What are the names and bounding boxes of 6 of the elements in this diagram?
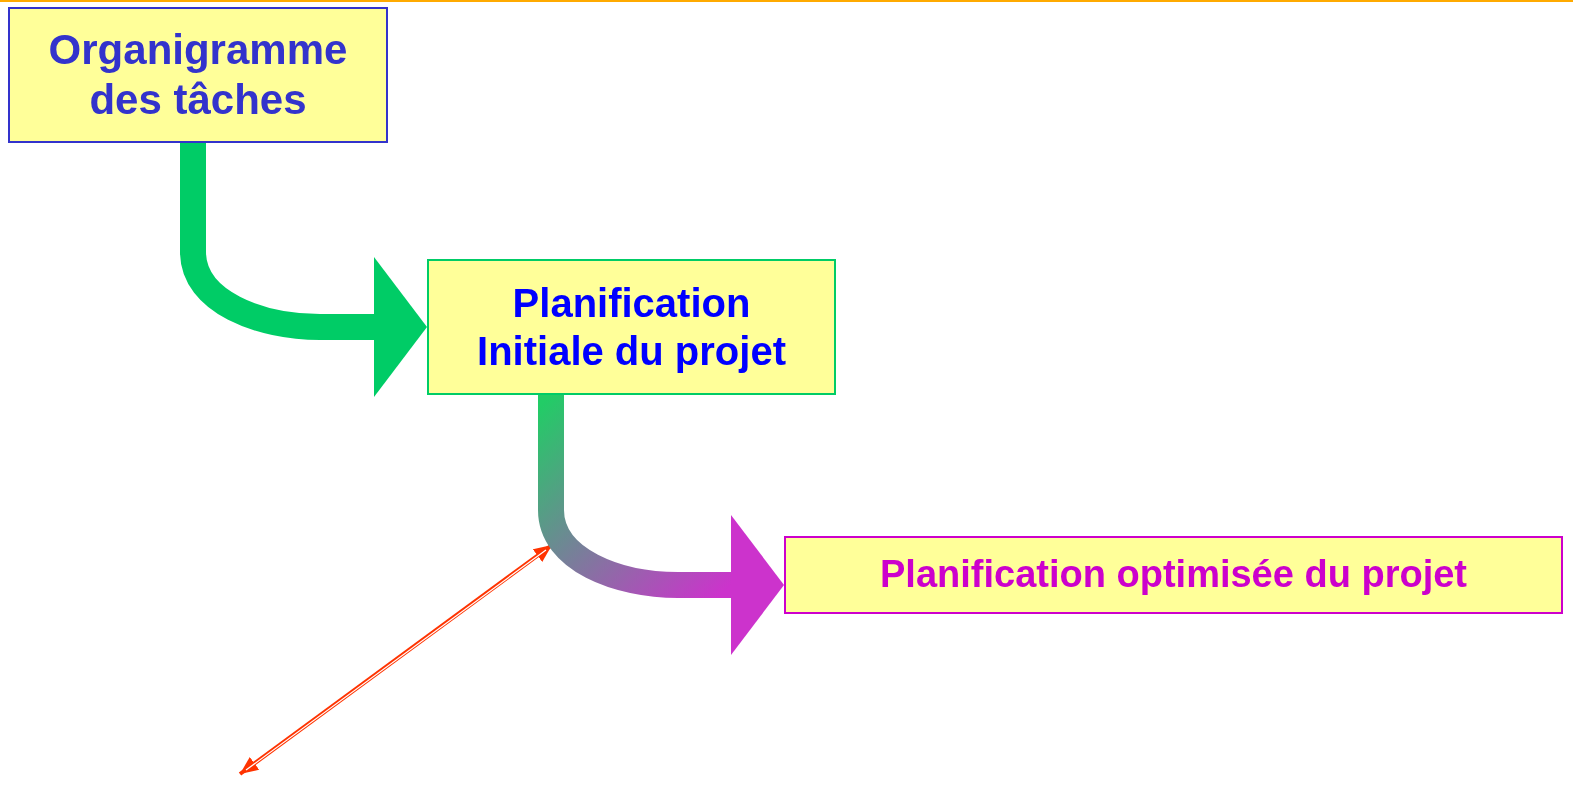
process-box <box>8 7 388 143</box>
process-box <box>427 259 836 395</box>
process-box <box>784 536 1563 614</box>
box-label: Planification Initiale du projet <box>476 280 787 375</box>
box-label: Planification optimisée du projet <box>880 552 1467 598</box>
box-label: Organigramme des tâches <box>47 24 349 125</box>
